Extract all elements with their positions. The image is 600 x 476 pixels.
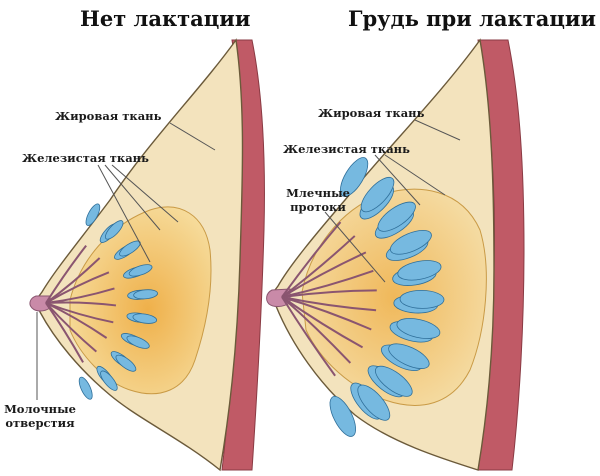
- milk-duct: [281, 251, 367, 298]
- lobule: [388, 343, 430, 369]
- lobule: [78, 376, 93, 400]
- lobule: [115, 354, 137, 372]
- pointer-left-gland-b: [104, 164, 161, 231]
- milk-duct: [45, 301, 117, 307]
- lobule: [397, 260, 442, 281]
- left-lobules: [78, 203, 158, 400]
- lobule: [339, 157, 369, 197]
- milk-duct: [281, 296, 364, 349]
- pointer-left-gland-c: [111, 164, 179, 223]
- label-milk-ducts-line2: протоки: [290, 200, 346, 214]
- label-milk-openings-line1: Молочные: [4, 402, 76, 416]
- milk-duct: [281, 296, 336, 377]
- pointer-right-gland-b: [384, 154, 446, 196]
- milk-duct: [45, 302, 84, 363]
- pointer-left-gland-a: [97, 164, 151, 263]
- label-milk-ducts: Млечные протоки: [283, 186, 353, 214]
- lobule: [85, 203, 101, 226]
- lobule: [360, 176, 395, 213]
- lobule: [128, 264, 153, 277]
- milk-duct: [45, 245, 87, 304]
- pointer-left-fat: [169, 122, 216, 151]
- lobule: [396, 318, 441, 339]
- label-milk-openings: Молочные отверстия: [4, 402, 76, 430]
- pointer-right-fat: [414, 119, 461, 141]
- label-right-glandular-tissue: Железистая ткань: [283, 142, 410, 156]
- lobule: [100, 370, 118, 391]
- label-left-fat-tissue: Жировая ткань: [55, 109, 162, 123]
- milk-duct: [45, 302, 108, 339]
- lobule: [357, 384, 391, 421]
- milk-duct: [45, 271, 110, 304]
- left-breast: [29, 38, 265, 472]
- lobule: [389, 229, 432, 255]
- label-milk-ducts-line1: Млечные: [286, 186, 350, 200]
- milk-duct: [281, 235, 356, 298]
- lobule: [119, 240, 141, 257]
- lobule: [399, 289, 445, 309]
- label-right-fat-tissue: Жировая ткань: [318, 106, 425, 120]
- left-milk-ducts: [45, 245, 117, 363]
- left-nipple: [29, 295, 51, 312]
- lobule: [126, 335, 150, 349]
- label-left-glandular-tissue: Железистая ткань: [22, 151, 149, 165]
- milk-duct: [281, 289, 377, 298]
- lobule: [329, 395, 357, 437]
- milk-duct: [281, 221, 342, 298]
- milk-duct: [281, 296, 352, 364]
- pointer-right-gland-a: [374, 154, 421, 206]
- title-no-lactation: Нет лактации: [80, 6, 251, 31]
- right-lobules: [329, 157, 445, 437]
- lobule: [104, 220, 124, 240]
- pointer-right-ducts: [324, 211, 386, 283]
- label-milk-openings-line2: отверстия: [5, 416, 75, 430]
- lobule: [375, 365, 413, 397]
- lobule: [132, 313, 158, 324]
- milk-duct: [281, 296, 372, 331]
- title-lactation: Грудь при лактации: [348, 6, 596, 31]
- milk-duct: [45, 302, 97, 353]
- right-milk-ducts: [281, 221, 377, 377]
- right-breast: [266, 38, 525, 471]
- lobule: [133, 289, 158, 300]
- lobule: [377, 201, 416, 232]
